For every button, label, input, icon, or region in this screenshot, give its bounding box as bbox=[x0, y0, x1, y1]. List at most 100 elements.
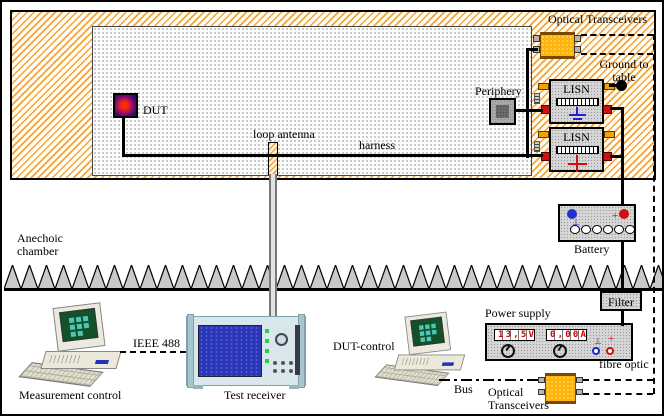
voltage-display: 13,5V bbox=[494, 329, 535, 341]
measurement-control-pc bbox=[18, 302, 127, 391]
bus-label: Bus bbox=[454, 382, 473, 396]
absorber-row bbox=[4, 265, 662, 289]
floppy-slot bbox=[441, 362, 455, 366]
measurement-control-label: Measurement control bbox=[19, 388, 122, 402]
periphery-line bbox=[515, 109, 543, 112]
lisn-feed bbox=[610, 107, 624, 110]
fibre-line bbox=[581, 53, 653, 55]
ground-to-table-label: Ground to table bbox=[599, 57, 649, 84]
floppy-slot bbox=[94, 360, 109, 364]
lisn-feed bbox=[610, 155, 624, 158]
dut-cable bbox=[122, 116, 125, 157]
screen-keypad-icon bbox=[418, 325, 424, 330]
battery-cell bbox=[592, 225, 602, 234]
dut-control-label: DUT-control bbox=[333, 339, 395, 353]
ground-point bbox=[616, 80, 627, 91]
monitor bbox=[52, 302, 106, 352]
battery-box: ⊥ + bbox=[558, 204, 636, 242]
lisn-top-title: LISN bbox=[563, 82, 590, 96]
receiver-side-panel bbox=[295, 325, 300, 375]
optical-transceiver-bottom bbox=[545, 373, 576, 404]
monitor-screen bbox=[59, 307, 99, 343]
harness-line bbox=[122, 154, 543, 157]
periphery-label: Periphery bbox=[475, 84, 522, 98]
periphery-core bbox=[496, 105, 509, 118]
filter-box: Filter bbox=[600, 291, 642, 311]
bus-line bbox=[439, 379, 539, 381]
battery-pos-terminal bbox=[619, 209, 629, 219]
dut-box bbox=[113, 93, 138, 118]
lisn-bottom-title: LISN bbox=[563, 130, 590, 144]
tabletop-surface bbox=[92, 26, 532, 176]
lisn-connector bbox=[604, 131, 615, 138]
battery-filter-line bbox=[621, 242, 624, 292]
loop-antenna-label: loop antenna bbox=[253, 127, 315, 141]
anechoic-chamber-label: Anechoic chamber bbox=[17, 231, 63, 258]
transceiver-stub bbox=[526, 48, 538, 51]
lisn-top-box: LISN bbox=[549, 79, 604, 124]
plus-symbol: + bbox=[612, 210, 619, 222]
ieee488-line bbox=[120, 351, 186, 353]
absorber-baseline bbox=[4, 288, 662, 291]
battery-cell bbox=[614, 225, 624, 234]
receiver-knob bbox=[275, 333, 288, 346]
ground-symbol: ⊥ bbox=[572, 217, 580, 227]
receiver-buttons bbox=[273, 361, 277, 365]
battery-feed bbox=[621, 107, 624, 205]
antenna-cable bbox=[269, 174, 277, 321]
optical-transceivers-top-label: Optical Transceivers bbox=[548, 12, 647, 26]
monitor-screen bbox=[410, 316, 445, 347]
battery-cell bbox=[625, 225, 635, 234]
battery-neg-terminal bbox=[567, 209, 577, 219]
loop-antenna bbox=[268, 142, 278, 175]
receiver-foot bbox=[289, 385, 299, 389]
current-display: 0,00A bbox=[546, 329, 587, 341]
transceiver-port bbox=[538, 389, 545, 395]
battery-cell bbox=[603, 225, 613, 234]
transceiver-port bbox=[538, 377, 545, 383]
receiver-screen bbox=[198, 325, 262, 377]
battery-cell bbox=[581, 225, 591, 234]
power-supply-label: Power supply bbox=[485, 306, 551, 320]
test-receiver-label: Test receiver bbox=[224, 388, 286, 402]
ieee488-label: IEEE 488 bbox=[133, 336, 180, 350]
optical-transceiver-top bbox=[540, 32, 575, 59]
ground-symbol: ⊥ bbox=[594, 336, 602, 346]
system-unit bbox=[393, 354, 466, 371]
battery-label: Battery bbox=[574, 242, 610, 256]
transceiver-port bbox=[574, 35, 581, 42]
plus-symbol: + bbox=[608, 333, 615, 345]
ground-lead bbox=[609, 84, 618, 87]
lisn-coil bbox=[556, 146, 599, 154]
filter-psu-line bbox=[621, 310, 624, 326]
trunk-line bbox=[526, 48, 529, 158]
lisn-coil bbox=[556, 98, 599, 106]
ground-symbol bbox=[576, 107, 578, 114]
softkey-leds bbox=[265, 329, 269, 333]
pos-terminal bbox=[606, 347, 614, 355]
fibre-optic-riser bbox=[653, 34, 655, 394]
plus-symbol bbox=[576, 155, 578, 172]
battery-cell bbox=[570, 225, 580, 234]
lisn-bottom-box: LISN bbox=[549, 127, 604, 172]
ground-symbol bbox=[573, 118, 582, 120]
fibre-line bbox=[583, 393, 653, 395]
neg-terminal bbox=[592, 347, 600, 355]
drive-vents bbox=[401, 358, 430, 366]
lisn-connector bbox=[538, 83, 549, 90]
dut-label: DUT bbox=[143, 103, 168, 117]
optical-transceivers-bottom-label: Optical Transceivers bbox=[488, 385, 549, 412]
current-knob bbox=[553, 344, 567, 358]
fibre-line bbox=[581, 34, 653, 36]
system-unit bbox=[40, 351, 122, 369]
transceiver-port bbox=[576, 377, 583, 383]
lisn-pins bbox=[534, 141, 540, 152]
transceiver-port bbox=[576, 389, 583, 395]
fibre-line bbox=[583, 379, 653, 381]
monitor bbox=[404, 311, 452, 356]
lisn-connector bbox=[538, 131, 549, 138]
screen-keypad-icon bbox=[68, 317, 75, 324]
receiver-foot bbox=[193, 385, 203, 389]
filter-label: Filter bbox=[608, 295, 634, 309]
